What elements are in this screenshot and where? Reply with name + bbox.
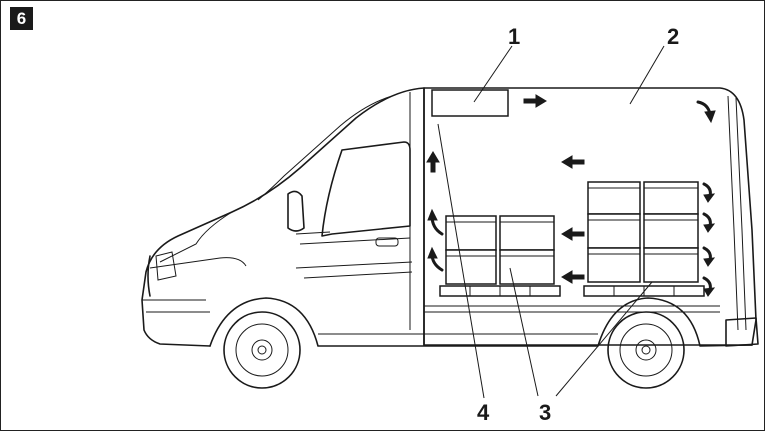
callout-1: 1 xyxy=(508,24,520,49)
rear-wheel xyxy=(607,311,685,389)
callout-4: 4 xyxy=(477,400,490,425)
flow-arrow-icon xyxy=(426,151,440,173)
flow-arrow-icon xyxy=(523,94,547,108)
flow-arrow-icon xyxy=(561,270,585,284)
pallets xyxy=(439,285,705,297)
figure-number-badge: 6 xyxy=(10,7,33,30)
flow-arrow-icon xyxy=(704,110,716,124)
refrigeration-unit xyxy=(431,89,509,117)
leader-lines xyxy=(437,45,665,399)
cargo-crates-rear xyxy=(587,181,699,283)
airflow-arrows xyxy=(426,94,716,297)
cargo-crates-front xyxy=(445,215,555,285)
callout-2: 2 xyxy=(667,24,679,49)
callout-3: 3 xyxy=(539,400,551,425)
flow-arrow-icon xyxy=(427,246,438,259)
van-body xyxy=(141,87,759,347)
front-wheel xyxy=(223,311,301,389)
flow-arrow-icon xyxy=(561,155,585,169)
flow-arrow-icon xyxy=(561,227,585,241)
